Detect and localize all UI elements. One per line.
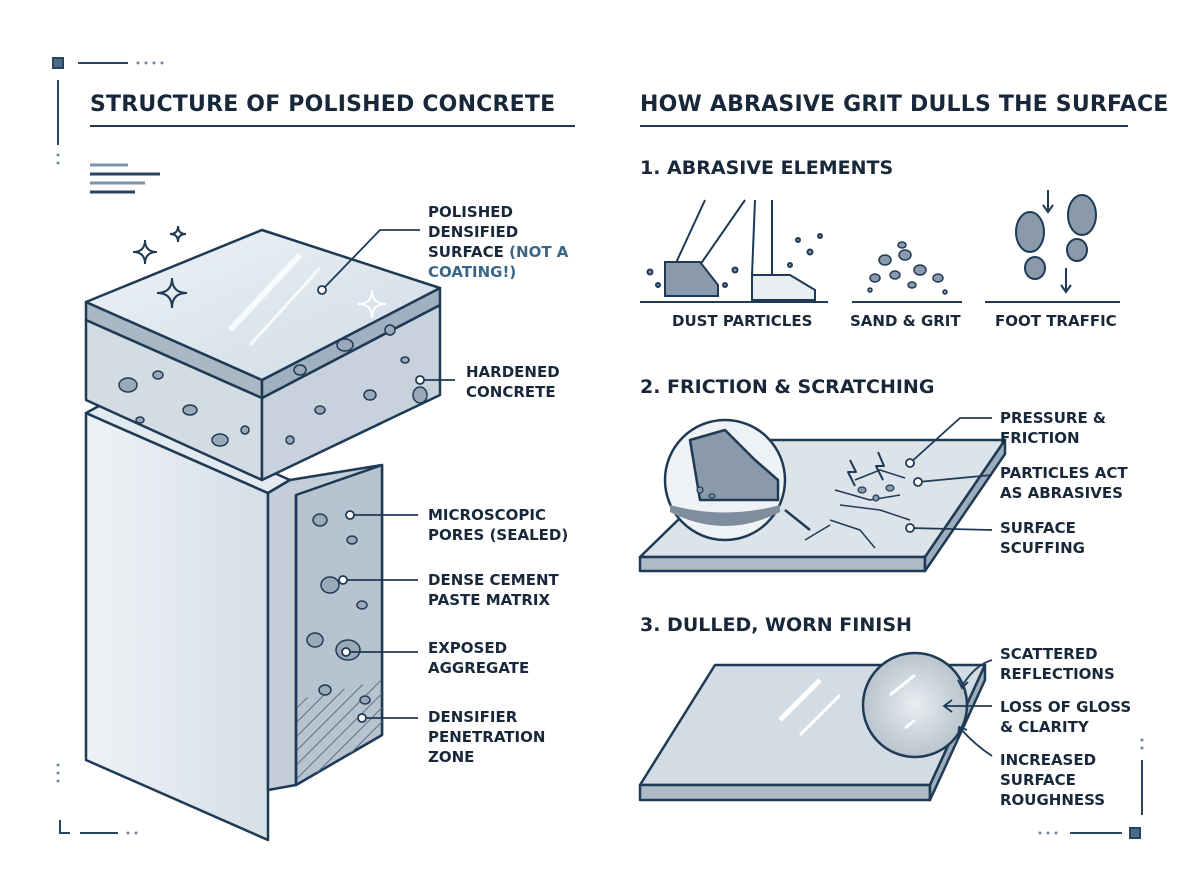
label-particles-abrasives: PARTICLES ACT AS ABRASIVES	[1000, 464, 1128, 502]
label-pressure-friction: PRESSURE & FRICTION	[1000, 409, 1107, 447]
left-leader-lines	[317, 229, 455, 723]
sand-grit-icon	[852, 241, 962, 303]
section-friction-title: 2. FRICTION & SCRATCHING	[640, 376, 935, 398]
label-surface-roughness: INCREASED SURFACE ROUGHNESS	[1000, 751, 1106, 809]
label-scattered-reflections: SCATTERED REFLECTIONS	[1000, 645, 1115, 683]
label-loss-of-gloss: LOSS OF GLOSS & CLARITY	[1000, 698, 1132, 736]
foot-traffic-icon	[985, 190, 1120, 303]
caption-sand-grit: SAND & GRIT	[850, 312, 961, 330]
label-surface-scuffing: SURFACE SCUFFING	[1000, 519, 1085, 557]
label-cement-matrix: DENSE CEMENT PASTE MATRIX	[428, 571, 559, 609]
section-abrasive-title: 1. ABRASIVE ELEMENTS	[640, 157, 894, 179]
section-dulled-title: 3. DULLED, WORN FINISH	[640, 614, 912, 636]
caption-foot-traffic: FOOT TRAFFIC	[995, 312, 1117, 330]
sparkle-icons	[132, 225, 387, 319]
label-densifier-zone: DENSIFIER PENETRATION ZONE	[428, 708, 546, 766]
right-leader-lines-2	[905, 417, 993, 533]
frame-decoration	[52, 57, 1143, 839]
concrete-block	[84, 228, 442, 842]
label-hardened-concrete: HARDENED CONCRETE	[466, 363, 560, 401]
label-exposed-aggregate: EXPOSED AGGREGATE	[428, 639, 530, 677]
left-panel-title: STRUCTURE OF POLISHED CONCRETE	[90, 92, 556, 117]
label-microscopic-pores: MICROSCOPIC PORES (SEALED)	[428, 506, 569, 544]
aggregate-stones	[118, 324, 428, 705]
header-rule-lines	[90, 163, 160, 194]
right-leader-lines-3	[942, 659, 993, 757]
label-polished-surface: POLISHED DENSIFIED SURFACE (NOT A COATIN…	[428, 203, 569, 281]
friction-surface	[638, 418, 1007, 573]
right-panel-title: HOW ABRASIVE GRIT DULLS THE SURFACE	[640, 92, 1169, 117]
caption-dust-particles: DUST PARTICLES	[672, 312, 813, 330]
worn-surface	[638, 651, 987, 802]
dust-particles-icon	[640, 199, 828, 303]
